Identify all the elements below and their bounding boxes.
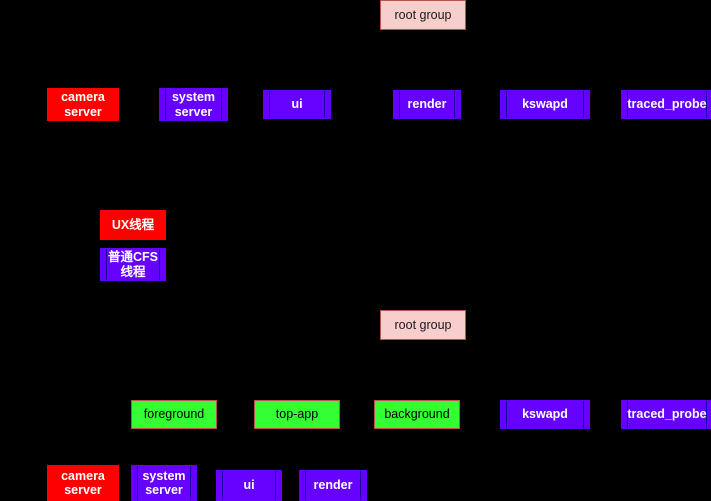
bottom-node-camera-server-label: camera server [61, 468, 105, 497]
bottom-node-kswapd-label: kswapd [522, 407, 568, 422]
top-node-kswapd[interactable]: kswapd [500, 90, 590, 119]
top-node-ux-thread-label: UX线程 [111, 217, 155, 232]
top-node-traced-probe[interactable]: traced_probe [621, 90, 711, 119]
bottom-node-background-label: background [384, 407, 450, 422]
top-node-render-label: render [407, 97, 447, 112]
top-node-render[interactable]: render [393, 90, 461, 119]
top-node-ux-thread[interactable]: UX线程 [100, 210, 166, 240]
top-root-group-node[interactable]: root group [380, 0, 466, 30]
top-node-cfs-thread-label: 普通CFS 线程 [107, 250, 158, 279]
top-node-system-server-label: system server [171, 90, 216, 119]
top-node-cfs-thread[interactable]: 普通CFS 线程 [100, 248, 166, 281]
top-node-traced-probe-label: traced_probe [627, 97, 707, 112]
bottom-node-ui-label: ui [243, 478, 255, 493]
bottom-node-foreground-label: foreground [143, 407, 205, 422]
bottom-node-render-label: render [313, 478, 353, 493]
top-node-camera-server[interactable]: camera server [47, 88, 119, 121]
bottom-node-background[interactable]: background [374, 400, 460, 429]
bottom-root-group-label: root group [394, 317, 452, 332]
top-node-ui-label: ui [291, 97, 303, 112]
bottom-node-camera-server[interactable]: camera server [47, 465, 119, 501]
bottom-node-traced-probe[interactable]: traced_probe [621, 400, 711, 429]
bottom-node-top-app-label: top-app [275, 407, 319, 422]
bottom-node-ui[interactable]: ui [216, 470, 282, 501]
bottom-node-system-server[interactable]: system server [131, 465, 197, 501]
bottom-node-traced-probe-label: traced_probe [627, 407, 707, 422]
bottom-node-render[interactable]: render [299, 470, 367, 501]
bottom-node-foreground[interactable]: foreground [131, 400, 217, 429]
bottom-root-group-node[interactable]: root group [380, 310, 466, 340]
top-node-ui[interactable]: ui [263, 90, 331, 119]
top-node-system-server[interactable]: system server [159, 88, 228, 121]
bottom-node-top-app[interactable]: top-app [254, 400, 340, 429]
top-node-kswapd-label: kswapd [522, 97, 568, 112]
bottom-node-system-server-label: system server [142, 468, 186, 497]
top-root-group-label: root group [394, 7, 452, 22]
bottom-node-kswapd[interactable]: kswapd [500, 400, 590, 429]
top-node-camera-server-label: camera server [61, 90, 105, 119]
